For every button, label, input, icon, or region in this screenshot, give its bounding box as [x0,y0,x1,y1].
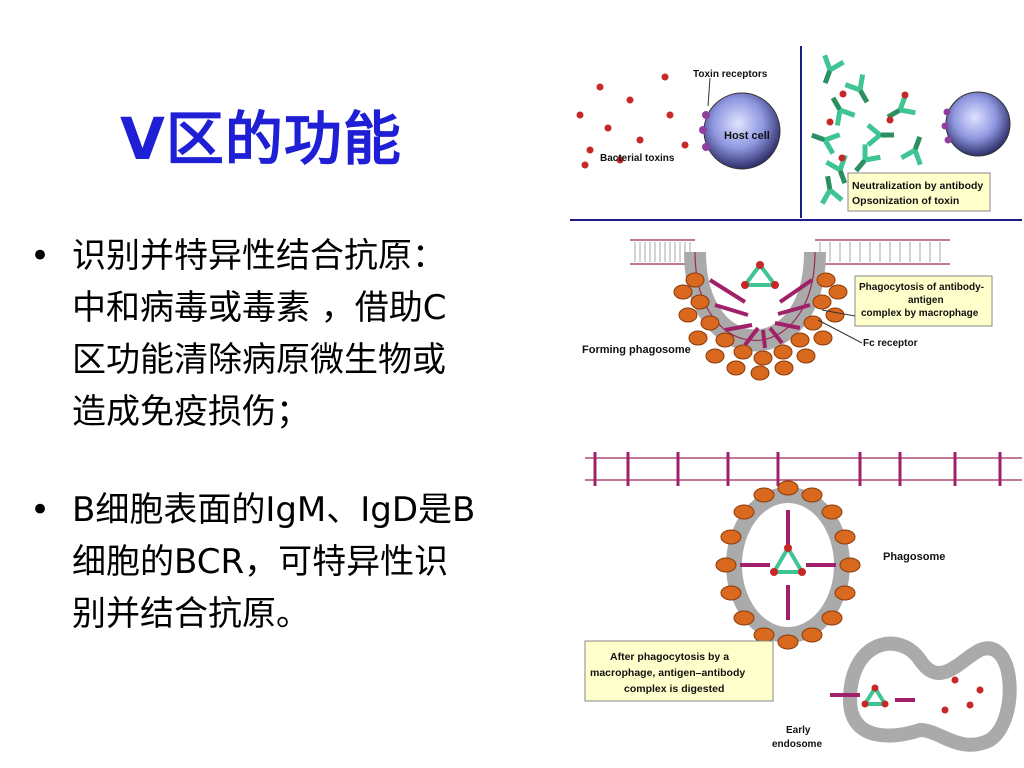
digest-label-1: After phagocytosis by a [610,651,729,663]
bacterial-toxin-dots [576,73,689,169]
bullet-item-2: • B细胞表面的IgM、IgD是B 细胞的BCR，可特异性识 别并结合抗原。 [30,484,550,640]
antibody-function-figure: Host cell Toxin receptors Bacterial toxi… [570,46,1022,752]
toxin-receptor-marks [699,111,710,151]
early-endosome-label-1: Early [786,725,811,736]
bullet-1-line-3: 区功能清除病原微生物或 [72,340,446,380]
slide-title: V区的功能 [120,105,402,173]
macrophage-granules [673,272,848,381]
bullet-2-line-1: B细胞表面的IgM、IgD是B [72,490,476,530]
phagocytosis-label-3: complex by macrophage [861,308,979,319]
bullet-item-1: • 识别并特异性结合抗原： 中和病毒或毒素 ，借助C 区功能清除病原微生物或 造… [30,230,550,438]
early-endosome-label-2: endosome [772,739,822,750]
bullet-1-line-1: 识别并特异性结合抗原： [72,236,446,276]
phagosome-granules [715,480,861,650]
forming-phagosome-label: Forming phagosome [582,344,691,356]
bullet-dot-icon: • [30,490,51,530]
bullet-1-line-4: 造成免疫损伤； [72,392,310,432]
panel-forming-phagosome: Phagocytosis of antibody- antigen comple… [582,239,993,381]
host-cell-label: Host cell [724,130,770,142]
phagosome-label: Phagosome [883,551,945,563]
neutralization-label: Neutralization by antibody [852,180,983,192]
panel-neutralization: Host cell Toxin receptors Bacterial toxi… [570,46,1022,221]
bullet-2-line-2: 细胞的BCR，可特异性识 [72,542,449,582]
phagocytosis-label-1: Phagocytosis of antibody- [859,282,984,293]
opsonization-label: Opsonization of toxin [852,195,959,207]
digest-label-3: complex is digested [624,683,724,695]
digest-label-2: macrophage, antigen–antibody [590,667,745,679]
bullet-2-line-3: 别并结合抗原。 [72,594,310,634]
bullet-1-line-2: 中和病毒或毒素 ，借助C [72,288,447,328]
panel-phagosome: Phagosome After phagocytosis by a macrop… [584,452,1022,752]
bullet-dot-icon: • [30,236,51,276]
toxin-receptors-label: Toxin receptors [693,69,768,80]
bacterial-toxins-label: Bacterial toxins [600,153,675,164]
phagocytosis-label-2: antigen [908,295,944,306]
fc-receptor-label: Fc receptor [863,338,918,349]
fc-receptor-icon [708,278,814,349]
bullet-list: • 识别并特异性结合抗原： 中和病毒或毒素 ，借助C 区功能清除病原微生物或 造… [30,230,550,686]
